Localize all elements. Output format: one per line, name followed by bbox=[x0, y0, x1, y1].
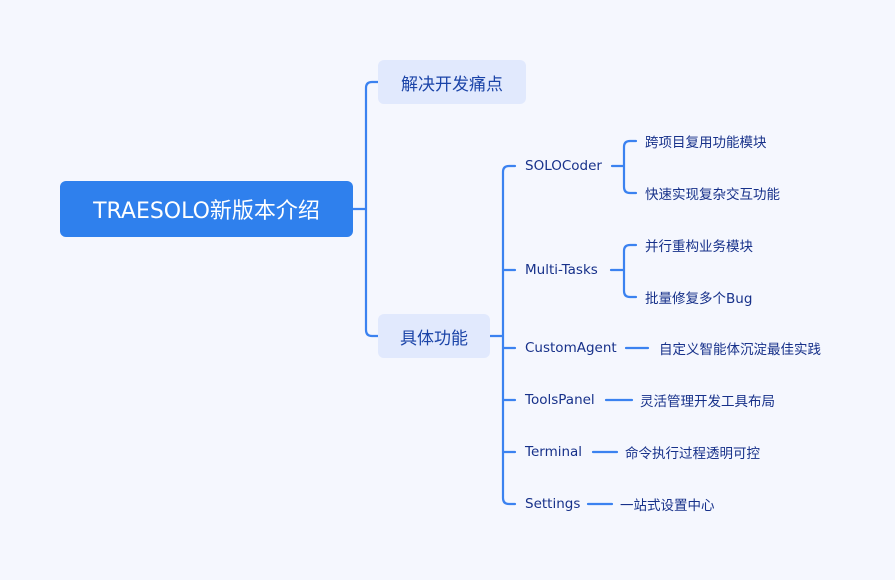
detail-node[interactable]: 并行重构业务模块 bbox=[645, 239, 753, 255]
feature-solocoder[interactable]: SOLOCoder bbox=[525, 158, 602, 174]
branch-label: 解决开发痛点 bbox=[401, 74, 503, 95]
feature-multi-tasks[interactable]: Multi-Tasks bbox=[525, 262, 598, 278]
root-label: TRAESOLO新版本介绍 bbox=[93, 199, 320, 224]
detail-node[interactable]: 自定义智能体沉淀最佳实践 bbox=[659, 342, 821, 358]
feature-terminal[interactable]: Terminal bbox=[525, 444, 583, 460]
detail-node[interactable]: 一站式设置中心 bbox=[620, 498, 715, 514]
branch-label: 具体功能 bbox=[400, 328, 468, 349]
detail-node[interactable]: 灵活管理开发工具布局 bbox=[640, 394, 775, 410]
detail-node[interactable]: 批量修复多个Bug bbox=[645, 291, 753, 307]
detail-node[interactable]: 命令执行过程透明可控 bbox=[625, 446, 760, 462]
feature-toolspanel[interactable]: ToolsPanel bbox=[525, 392, 595, 408]
branch-pain-points[interactable]: 解决开发痛点 bbox=[378, 60, 526, 104]
detail-node[interactable]: 跨项目复用功能模块 bbox=[645, 135, 767, 151]
feature-customagent[interactable]: CustomAgent bbox=[525, 340, 617, 356]
feature-settings[interactable]: Settings bbox=[525, 496, 581, 512]
detail-node[interactable]: 快速实现复杂交互功能 bbox=[645, 187, 780, 203]
root-node[interactable]: TRAESOLO新版本介绍 bbox=[60, 181, 353, 237]
branch-features[interactable]: 具体功能 bbox=[378, 314, 490, 358]
